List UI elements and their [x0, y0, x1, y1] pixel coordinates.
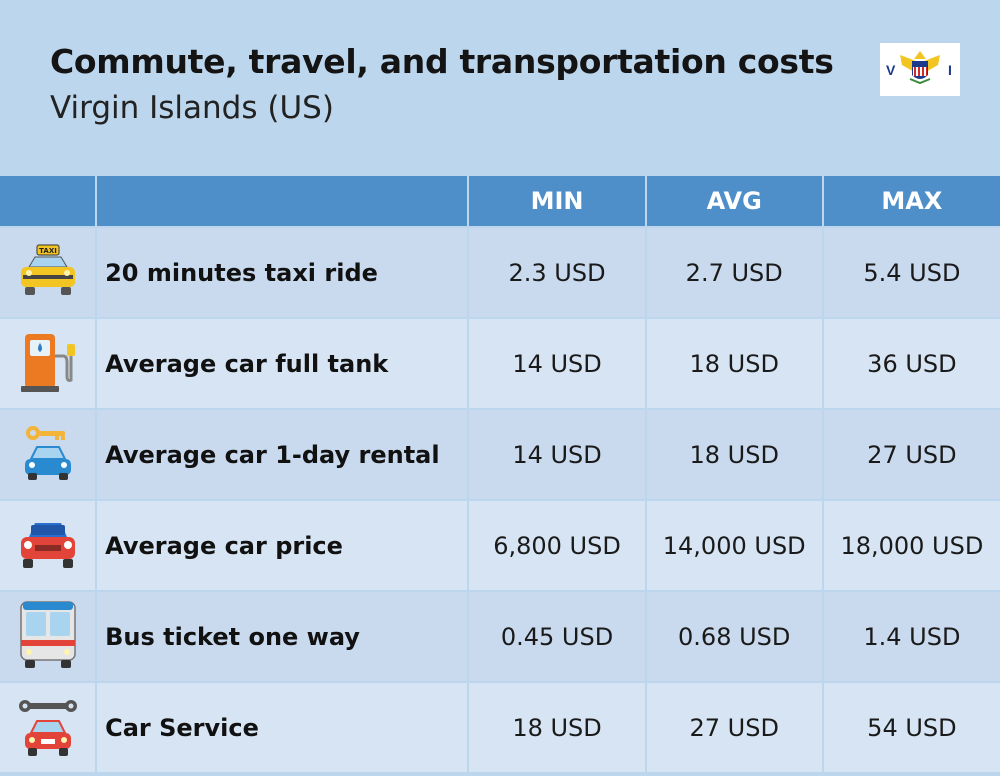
row-label: Car Service	[96, 681, 470, 772]
fuel-pump-icon	[20, 333, 75, 392]
row-label: Bus ticket one way	[96, 590, 470, 682]
row-label: 20 minutes taxi ride	[96, 226, 470, 318]
table-row: Average car full tank 14 USD 18 USD 36 U…	[0, 317, 1000, 409]
car-rental-icon	[24, 425, 71, 480]
row-label: Average car 1-day rental	[96, 408, 470, 500]
header-min: MIN	[468, 176, 647, 227]
row-max: 1.4 USD	[822, 590, 1000, 682]
header-icon-column	[0, 176, 98, 227]
row-min: 6,800 USD	[468, 499, 647, 591]
row-min: 14 USD	[468, 317, 647, 409]
svg-text:I: I	[948, 62, 952, 78]
table-row: Bus ticket one way 0.45 USD 0.68 USD 1.4…	[0, 590, 1000, 682]
header-label-column	[96, 176, 470, 227]
row-max: 27 USD	[822, 408, 1000, 500]
row-min: 0.45 USD	[468, 590, 647, 682]
row-max: 5.4 USD	[822, 226, 1000, 318]
row-label: Average car full tank	[96, 317, 470, 409]
header-avg: AVG	[645, 176, 824, 227]
row-avg: 2.7 USD	[645, 226, 824, 318]
table-row: Car Service 18 USD 27 USD 54 USD	[0, 681, 1000, 772]
row-max: 36 USD	[822, 317, 1000, 409]
row-avg: 14,000 USD	[645, 499, 824, 591]
table-row: Average car price 6,800 USD 14,000 USD 1…	[0, 499, 1000, 591]
car-service-icon	[18, 699, 77, 756]
taxi-icon: TAXI	[20, 244, 75, 295]
row-max: 54 USD	[822, 681, 1000, 772]
us-virgin-islands-flag-icon: V I	[880, 43, 960, 96]
costs-table: MIN AVG MAX TAXI 20 minutes taxi rid	[0, 176, 1000, 772]
row-min: 2.3 USD	[468, 226, 647, 318]
table-header-row: MIN AVG MAX	[0, 176, 1000, 227]
svg-text:V: V	[886, 62, 896, 78]
page-subtitle: Virgin Islands (US)	[50, 90, 334, 126]
header-max: MAX	[822, 176, 1000, 227]
page-title: Commute, travel, and transportation cost…	[50, 42, 834, 81]
row-avg: 0.68 USD	[645, 590, 824, 682]
row-avg: 18 USD	[645, 317, 824, 409]
table-row: Average car 1-day rental 14 USD 18 USD 2…	[0, 408, 1000, 500]
svg-text:TAXI: TAXI	[39, 247, 57, 255]
page-header: Commute, travel, and transportation cost…	[0, 0, 1000, 176]
car-icon	[20, 522, 75, 568]
bus-icon	[19, 600, 76, 668]
row-min: 18 USD	[468, 681, 647, 772]
table-row: TAXI 20 minutes taxi ride 2.3 USD 2.7 US…	[0, 226, 1000, 318]
row-avg: 18 USD	[645, 408, 824, 500]
row-avg: 27 USD	[645, 681, 824, 772]
row-min: 14 USD	[468, 408, 647, 500]
row-label: Average car price	[96, 499, 470, 591]
row-max: 18,000 USD	[822, 499, 1000, 591]
